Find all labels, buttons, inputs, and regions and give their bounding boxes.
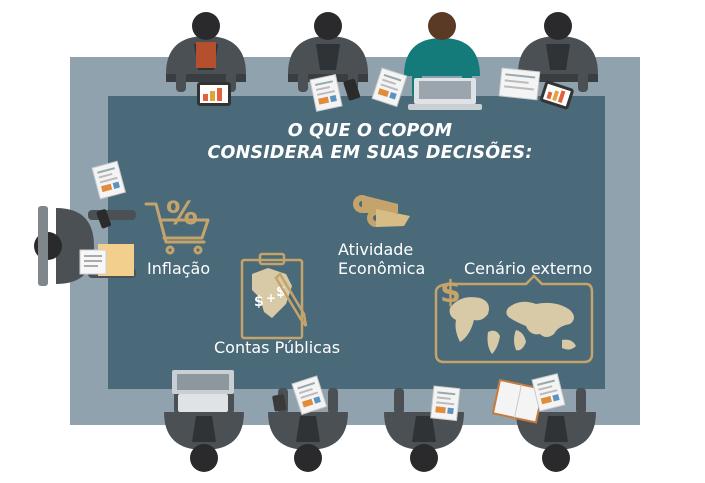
dollar-sign-icon: $ bbox=[440, 275, 461, 310]
folder-left bbox=[79, 244, 134, 276]
person-top-3 bbox=[404, 12, 480, 98]
laptop-bottom-1 bbox=[172, 370, 234, 412]
calculator-bottom-2 bbox=[272, 394, 287, 412]
label-atividade-economica: Atividade Econômica bbox=[338, 240, 426, 278]
page-title: O QUE O COPOM CONSIDERA EM SUAS DECISÕES… bbox=[150, 120, 590, 164]
label-inflacao: Inflação bbox=[147, 259, 211, 278]
percent-symbol: % bbox=[166, 194, 198, 232]
clipboard-brazil-icon: $ + $ bbox=[240, 252, 308, 340]
paper-bottom-3 bbox=[430, 385, 461, 422]
tablet-top-4 bbox=[539, 80, 574, 110]
label-atividade-line-1: Atividade bbox=[338, 240, 414, 259]
paper-rolls-icon bbox=[353, 195, 410, 227]
label-contas-publicas: Contas Públicas bbox=[214, 338, 341, 357]
shopping-cart-icon: % bbox=[144, 194, 210, 255]
tablet-top-1 bbox=[197, 82, 231, 106]
label-cenario-externo: Cenário externo bbox=[464, 259, 593, 278]
dollar-sign-a: $ bbox=[254, 294, 264, 310]
label-atividade-line-2: Econômica bbox=[338, 259, 426, 278]
title-line-2: CONSIDERA EM SUAS DECISÕES: bbox=[207, 143, 533, 163]
dollar-sign-b: $ bbox=[276, 284, 286, 300]
plus-sign: + bbox=[266, 291, 276, 305]
person-top-1 bbox=[166, 12, 246, 92]
laptop-top-3 bbox=[408, 78, 482, 110]
world-map-icon: $ bbox=[434, 274, 594, 364]
phone-left bbox=[96, 209, 111, 229]
paper-top-4a bbox=[498, 67, 541, 101]
phone-top-2 bbox=[343, 78, 361, 101]
title-line-1: O QUE O COPOM bbox=[287, 121, 453, 141]
